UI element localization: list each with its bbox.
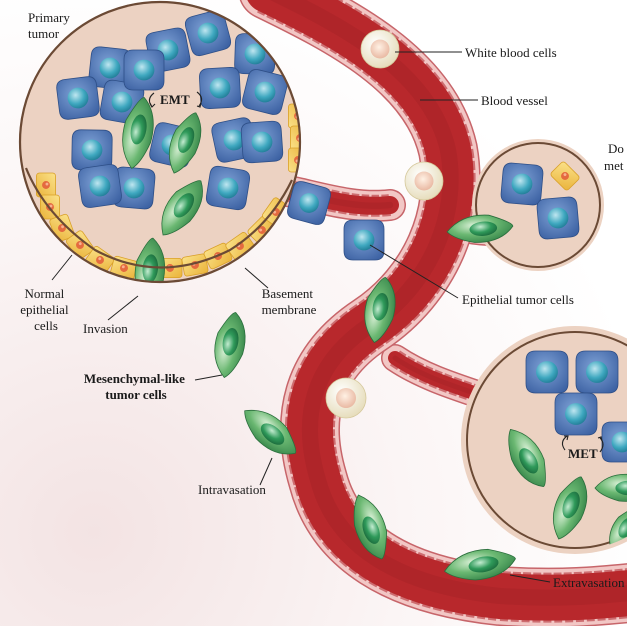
white-blood-cell [404, 161, 444, 201]
epithelial-tumor-cell [123, 49, 165, 91]
label-met: MET [568, 446, 598, 461]
primary-tumor [18, 0, 302, 284]
labels: Primary tumor EMT White blood cells Bloo… [20, 10, 627, 590]
mesenchymal-tumor-cell [168, 112, 202, 174]
distant-metastasis-lower [461, 326, 627, 554]
normal-epithelial-cell [262, 197, 290, 227]
mesenchymal-tumor-cell [552, 476, 588, 540]
epithelial-tumor-cell [78, 164, 122, 208]
met-arrow-right [599, 437, 604, 453]
mesenchymal-tumor-cell [122, 97, 154, 169]
label-intravasation: Intravasation [198, 482, 266, 497]
label-normal-epithelial-cells: Normal epithelial cells [20, 286, 72, 333]
epithelial-tumor-cell [199, 67, 241, 109]
white-blood-cell [360, 29, 400, 69]
normal-epithelial-cell [550, 161, 580, 191]
mesenchymal-tumor-cell [508, 428, 546, 487]
emt-arrow-left-head [149, 102, 156, 108]
epithelial-tumor-cell [242, 69, 288, 115]
epithelial-tumor-cell [575, 350, 619, 394]
label-primary-tumor: Primary tumor [28, 10, 73, 41]
basement-membrane [24, 167, 293, 269]
mesenchymal-tumor-cell [214, 312, 246, 379]
met-arrow-right-head [597, 436, 603, 442]
label-mesenchymal-like-tumor-cells: Mesenchymal-like tumor cells [84, 371, 188, 402]
normal-epithelial-cell [35, 172, 57, 198]
epithelial-tumor-cell [601, 421, 627, 463]
label-white-blood-cells: White blood cells [465, 45, 557, 60]
mesenchymal-tumor-cell [364, 277, 396, 344]
epithelial-tumor-cell [112, 166, 156, 210]
circulating-cells [214, 29, 516, 581]
met-arrow-left-head [564, 435, 569, 441]
epithelial-tumor-cell [536, 196, 580, 240]
emt-arrow-right-head [196, 102, 202, 108]
label-invasion: Invasion [83, 321, 128, 336]
mesenchymal-tumor-cell [244, 409, 297, 455]
mesenchymal-tumor-cell [446, 214, 514, 243]
epithelial-tumor-cell [554, 392, 598, 436]
epithelial-tumor-cell [184, 9, 232, 57]
epithelial-tumor-cell [205, 165, 251, 211]
epithelial-tumor-cell [287, 181, 331, 225]
epithelial-tumor-cell [500, 162, 544, 206]
epithelial-tumor-cell [343, 219, 385, 261]
epithelial-tumor-cell [240, 120, 284, 164]
label-basement-membrane: Basement membrane [262, 286, 317, 317]
label-distant-metastasis: Do met [604, 141, 627, 173]
label-emt: EMT [160, 92, 190, 107]
mesenchymal-tumor-cell [134, 237, 166, 282]
label-extravasation: Extravasation [553, 575, 625, 590]
epithelial-tumor-cell [56, 76, 100, 120]
label-blood-vessel: Blood vessel [481, 93, 548, 108]
epithelial-tumor-cell [71, 129, 113, 171]
emt-arrow-right [196, 91, 203, 107]
white-blood-cell [325, 377, 367, 419]
epithelial-tumor-cell [88, 46, 132, 90]
distant-metastasis-upper [472, 139, 604, 271]
normal-epithelial-cell [85, 246, 115, 274]
mesenchymal-tumor-cell [444, 548, 516, 581]
mesenchymal-tumor-cell [594, 473, 627, 502]
mesenchymal-tumor-cell [353, 494, 388, 560]
mesenchymal-tumor-cell [161, 180, 203, 236]
epithelial-tumor-cell [525, 350, 569, 394]
leader-lines [51, 51, 551, 583]
met-arrow-left [561, 435, 568, 451]
label-epithelial-tumor-cells: Epithelial tumor cells [462, 292, 574, 307]
